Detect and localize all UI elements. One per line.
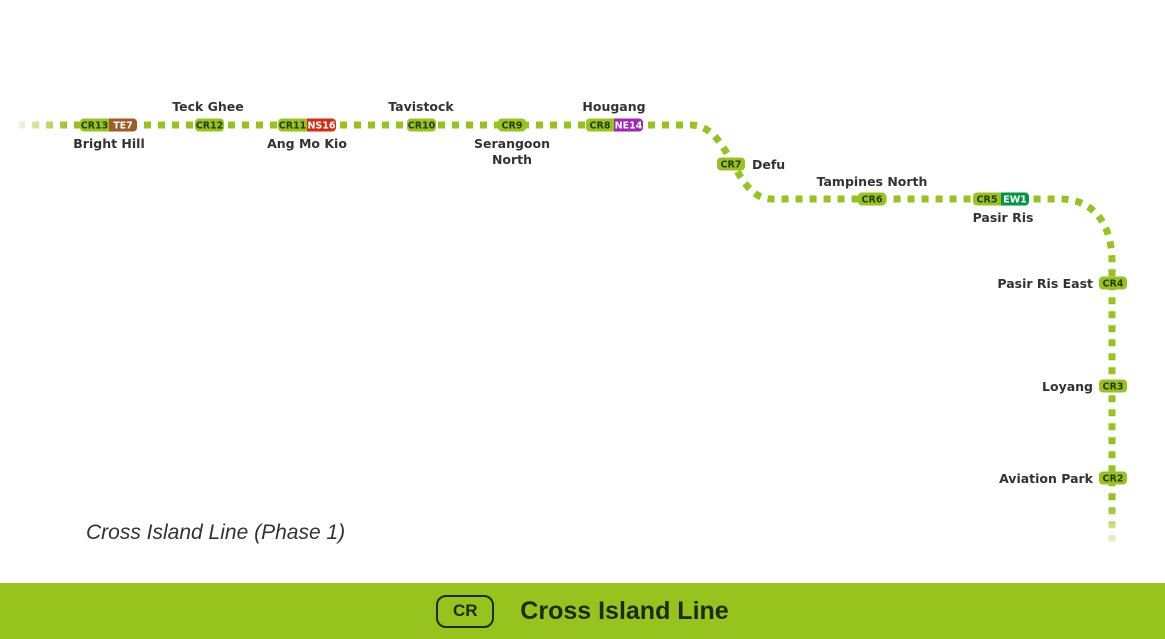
station-name: Defu — [752, 157, 785, 172]
station-code-badge — [195, 118, 224, 132]
map-caption: Cross Island Line (Phase 1) — [86, 521, 346, 544]
station-code-text: CR2 — [1103, 474, 1124, 485]
station-code-badge — [498, 118, 526, 132]
station-code-text: CR4 — [1103, 279, 1124, 290]
badge-corner — [129, 118, 137, 132]
station-code-text: NS16 — [307, 121, 335, 132]
badge-corner — [328, 118, 336, 132]
station-code-text: CR8 — [590, 121, 611, 132]
station-tavistock[interactable]: CR10 Tavistock — [388, 99, 454, 132]
station-code-text: CR11 — [279, 121, 307, 132]
station-name: Serangoon — [474, 136, 550, 151]
badge-corner — [80, 118, 88, 132]
station-code-badge — [1099, 276, 1127, 290]
station-loyang[interactable]: CR3 Loyang — [1042, 379, 1127, 394]
station-code-text: CR13 — [81, 121, 109, 132]
station-code-text: CR3 — [1103, 382, 1124, 393]
station-name: North — [492, 152, 532, 167]
station-name: Pasir Ris — [973, 210, 1034, 225]
station-code-text: CR7 — [721, 160, 742, 171]
station-code-badge — [1001, 192, 1025, 206]
station-name: Pasir Ris East — [997, 276, 1093, 291]
station-defu[interactable]: CR7 Defu — [717, 157, 785, 172]
line-legend-bar: CR Cross Island Line — [0, 583, 1165, 639]
badge-corner — [586, 118, 594, 132]
station-code-text: CR9 — [502, 121, 523, 132]
station-code-text: CR5 — [977, 195, 998, 206]
station-code-text: CR12 — [196, 121, 224, 132]
station-code-badge — [1099, 471, 1127, 485]
station-code-badge — [717, 157, 745, 171]
station-name: Tavistock — [388, 99, 454, 114]
badge-corner — [635, 118, 643, 132]
station-code-badge — [614, 118, 639, 132]
station-name: Bright Hill — [73, 136, 144, 151]
track-fade-bottom — [1104, 505, 1120, 550]
station-code-badge — [1099, 379, 1127, 393]
line-track — [18, 121, 1116, 545]
station-name: Loyang — [1042, 379, 1093, 394]
badge-corner — [278, 118, 286, 132]
station-code-text: EW1 — [1003, 195, 1027, 206]
station-code-badge — [84, 118, 109, 132]
station-code-badge — [977, 192, 1001, 206]
station-aviation-park[interactable]: CR2 Aviation Park — [999, 471, 1127, 486]
station-code-text: CR10 — [408, 121, 436, 132]
station-name: Aviation Park — [999, 471, 1094, 486]
station-name: Teck Ghee — [172, 99, 244, 114]
line-name: Cross Island Line — [520, 596, 729, 625]
station-pasir-ris-east[interactable]: CR4 Pasir Ris East — [997, 276, 1127, 291]
station-teck-ghee[interactable]: CR12 Teck Ghee — [172, 99, 244, 132]
station-name: Hougang — [582, 99, 645, 114]
station-code-text: TE7 — [113, 121, 133, 132]
station-name: Tampines North — [817, 174, 928, 189]
station-code-text: CR6 — [862, 195, 883, 206]
station-hougang[interactable]: CR8 NE14 Hougang — [582, 99, 646, 132]
station-code-badge — [858, 192, 886, 206]
station-code-badge — [109, 118, 133, 132]
station-code-badge — [407, 118, 436, 132]
line-code-badge: CR — [436, 594, 495, 628]
station-tampines-north[interactable]: CR6 Tampines North — [817, 174, 928, 206]
station-code-badge — [307, 118, 332, 132]
station-code-badge — [590, 118, 614, 132]
track-fade-left — [10, 118, 70, 132]
badge-corner — [973, 192, 981, 206]
station-name: Ang Mo Kio — [267, 136, 347, 151]
station-code-text: NE14 — [615, 121, 643, 132]
badge-corner — [1021, 192, 1029, 206]
station-code-badge — [282, 118, 307, 132]
